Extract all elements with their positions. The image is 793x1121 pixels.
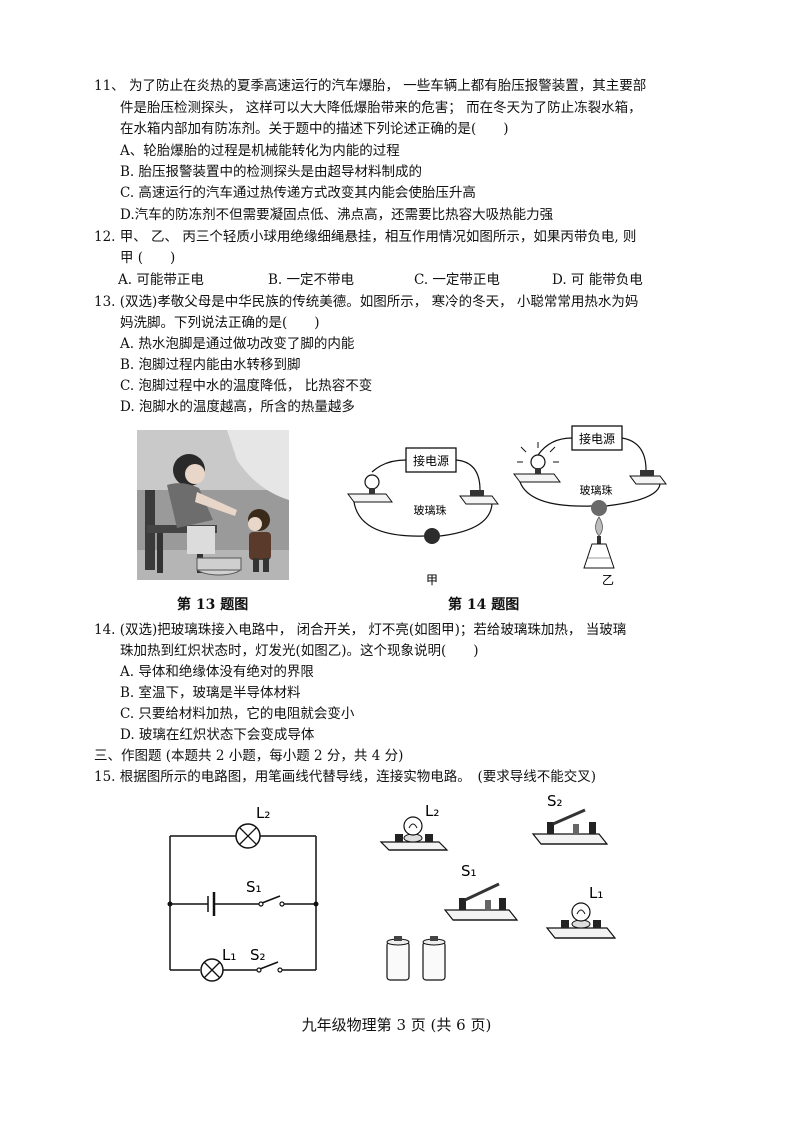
fig14-diagram: 接电源 玻璃珠 甲 接电源 — [340, 420, 670, 592]
q13-stem-line2: 妈洗脚。下列说法正确的是( ) — [120, 315, 320, 331]
q12-option-d: D. 可 能带负电 — [552, 272, 643, 288]
q15-stem: 15. 根据图所示的电路图，用笔画线代替导线，连接实物电路。 (要求导线不能交叉… — [94, 769, 597, 785]
component-switch-s1: S₁ — [443, 862, 519, 921]
fig14-power-label-yi: 接电源 — [579, 431, 615, 446]
fig13-illustration — [137, 430, 289, 580]
component-lamp-l2: L₂ — [379, 802, 449, 851]
fig14-label-yi: 乙 — [602, 573, 614, 587]
q11-stem-line2: 件是胎压检测探头， 这样可以大大降低爆胎带来的危害； 而在冬天为了防止冻裂水箱， — [120, 100, 642, 116]
q12-stem-line2: 甲 ( ) — [120, 250, 176, 266]
q13-option-a: A. 热水泡脚是通过做功改变了脚的内能 — [120, 336, 355, 352]
page-footer: 九年级物理第 3 页 (共 6 页) — [301, 1016, 492, 1034]
q13-stem-line1: 13. (双选)孝敬父母是中华民族的传统美德。如图所示， 寒冷的冬天， 小聪常常… — [94, 294, 639, 310]
q11-stem-line1: 11、 为了防止在炎热的夏季高速运行的汽车爆胎， 一些车辆上都有胎压报警装置，其… — [94, 78, 647, 94]
component-switch-s2: S₂ — [531, 792, 609, 845]
fig14-label-jia: 甲 — [426, 573, 438, 587]
q13-option-b: B. 泡脚过程内能由水转移到脚 — [120, 357, 301, 373]
q14-stem-line1: 14. (双选)把玻璃珠接入电路中， 闭合开关， 灯不亮(如图甲)；若给玻璃珠加… — [94, 622, 627, 638]
fig14-circuit-yi: 接电源 玻璃珠 乙 — [513, 425, 667, 587]
schematic-label-l2: L₂ — [256, 804, 270, 822]
q12-stem-line1: 12. 甲、 乙、 丙三个轻质小球用绝缘细绳悬挂，相互作用情况如图所示，如果丙带… — [94, 229, 637, 245]
component-label-l2: L₂ — [425, 802, 439, 820]
q14-option-d: D. 玻璃在红炽状态下会变成导体 — [120, 727, 315, 743]
component-lamp-l1: L₁ — [545, 884, 617, 939]
fig14-caption: 第 14 题图 — [448, 597, 520, 613]
component-label-s2: S₂ — [547, 792, 563, 810]
fig14-power-label-jia: 接电源 — [413, 453, 449, 468]
component-label-l1: L₁ — [589, 884, 603, 902]
fig13-caption: 第 13 题图 — [177, 597, 249, 613]
q11-option-c: C. 高速运行的汽车通过热传递方式改变其内能会使胎压升高 — [120, 185, 476, 201]
q15-circuit-schematic: L₂ S₁ L₁ S₂ — [150, 800, 340, 990]
fig14-bead-label-jia: 玻璃珠 — [414, 503, 447, 517]
q11-option-b: B. 胎压报警装置中的检测探头是由超导材料制成的 — [120, 164, 423, 180]
component-battery-2 — [422, 936, 446, 981]
q15-physical-components: L₂ S₂ S₁ — [375, 790, 705, 990]
q14-option-b: B. 室温下，玻璃是半导体材料 — [120, 685, 301, 701]
schematic-label-s1: S₁ — [246, 878, 262, 896]
q11-option-d: D.汽车的防冻剂不但需要凝固点低、沸点高，还需要比热容大吸热能力强 — [120, 207, 554, 223]
fig14-bead-label-yi: 玻璃珠 — [580, 483, 613, 497]
section3-title: 三、作图题 (本题共 2 小题，每小题 2 分，共 4 分) — [94, 748, 404, 764]
q13-option-c: C. 泡脚过程中水的温度降低， 比热容不变 — [120, 378, 373, 394]
q12-option-b: B. 一定不带电 — [268, 272, 355, 288]
component-label-s1: S₁ — [461, 862, 477, 880]
schematic-label-s2: S₂ — [250, 946, 266, 964]
schematic-label-l1: L₁ — [222, 946, 236, 964]
q11-stem-line3: 在水箱内部加有防冻剂。关于题中的描述下列论述正确的是( ) — [120, 121, 509, 137]
fig14-circuit-jia: 接电源 玻璃珠 甲 — [347, 447, 499, 587]
q14-option-a: A. 导体和绝缘体没有绝对的界限 — [120, 664, 314, 680]
q14-stem-line2: 珠加热到红炽状态时，灯发光(如图乙)。这个现象说明( ) — [120, 643, 479, 659]
q12-option-a: A. 可能带正电 — [118, 272, 204, 288]
q13-option-d: D. 泡脚水的温度越高，所含的热量越多 — [120, 399, 355, 415]
q11-option-a: A、轮胎爆胎的过程是机械能转化为内能的过程 — [120, 143, 400, 159]
q12-option-c: C. 一定带正电 — [414, 272, 500, 288]
q14-option-c: C. 只要给材料加热，它的电阻就会变小 — [120, 706, 355, 722]
q12-options: A. 可能带正电 B. 一定不带电 C. 一定带正电 D. 可 能带负电 — [118, 270, 678, 290]
component-battery-1 — [386, 936, 410, 981]
